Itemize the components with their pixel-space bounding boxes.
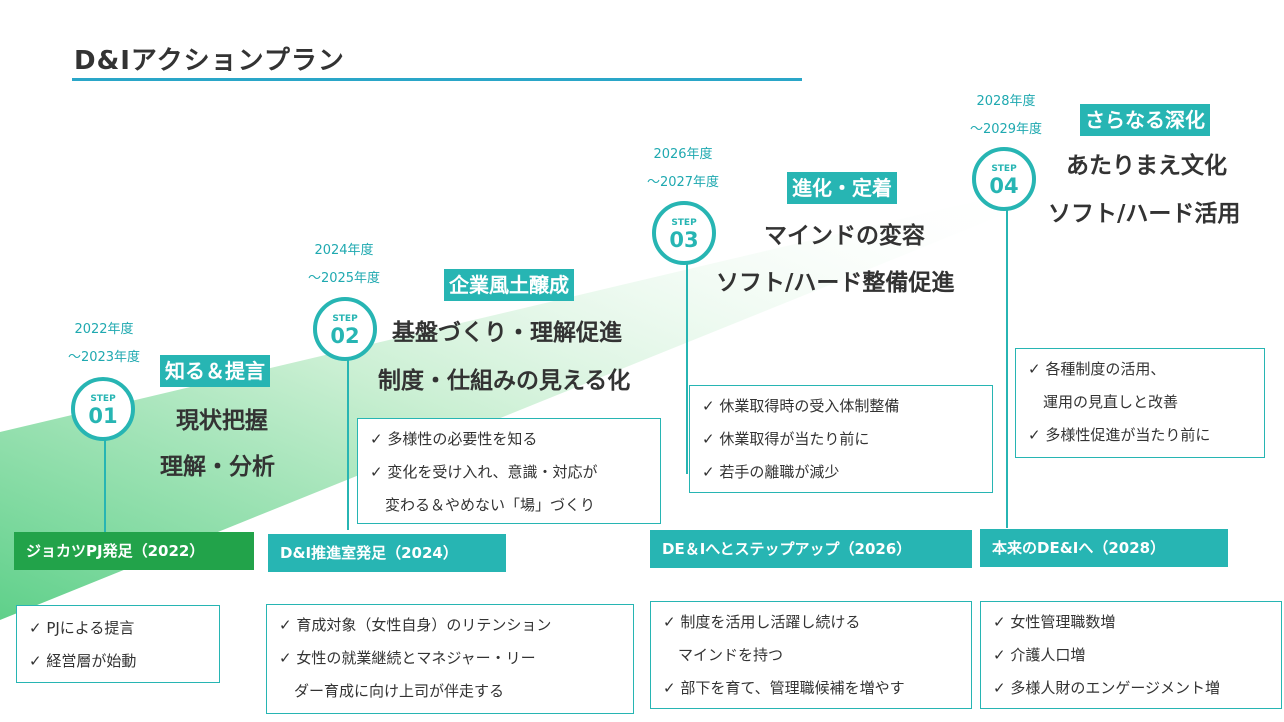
check-item: 運用の見直しと改善 bbox=[1028, 393, 1179, 411]
step-04-year-end: ～2029年度 bbox=[969, 122, 1043, 137]
step-01-year-end: ～2023年度 bbox=[67, 350, 141, 365]
step-01-connector bbox=[104, 440, 106, 540]
step-01-badge: STEP 01 bbox=[71, 377, 135, 441]
step-label: STEP bbox=[671, 218, 697, 228]
check-item: ✓ 多様性の必要性を知る bbox=[370, 430, 538, 448]
milestone-box-4: ✓ 女性管理職数増 ✓ 介護人口増 ✓ 多様人財のエンゲージメント増 bbox=[980, 601, 1282, 709]
step-number: 02 bbox=[330, 324, 360, 348]
milestone-banner-4: 本来のDE&Iへ（2028） bbox=[980, 529, 1228, 567]
step-02-line-1: 基盤づくり・理解促進 bbox=[392, 320, 622, 346]
step-02-badge: STEP 02 bbox=[313, 297, 377, 361]
milestone-box-1: ✓ PJによる提言 ✓ 経営層が始動 bbox=[16, 605, 220, 683]
milestone-item: ✓ 部下を育て、管理職候補を増やす bbox=[663, 679, 905, 697]
milestone-item: ✓ 制度を活用し活躍し続ける bbox=[663, 613, 861, 631]
step-02-connector bbox=[347, 360, 349, 530]
step-04-checklist: ✓ 各種制度の活用、 運用の見直しと改善 ✓ 多様性促進が当たり前に bbox=[1015, 348, 1265, 458]
milestone-item: マインドを持つ bbox=[663, 646, 784, 664]
step-03-checklist: ✓ 休業取得時の受入体制整備 ✓ 休業取得が当たり前に ✓ 若手の離職が減少 bbox=[689, 385, 993, 493]
step-number: 04 bbox=[989, 174, 1019, 198]
milestone-item: ✓ 多様人財のエンゲージメント増 bbox=[993, 679, 1221, 697]
step-label: STEP bbox=[332, 314, 358, 324]
check-item: ✓ 多様性促進が当たり前に bbox=[1028, 426, 1211, 444]
milestone-box-3: ✓ 制度を活用し活躍し続ける マインドを持つ ✓ 部下を育て、管理職候補を増やす bbox=[650, 601, 972, 709]
check-item: ✓ 休業取得時の受入体制整備 bbox=[702, 397, 900, 415]
step-02-year-start: 2024年度 bbox=[314, 243, 374, 258]
step-04-year-start: 2028年度 bbox=[976, 94, 1036, 109]
milestone-item: ✓ 育成対象（女性自身）のリテンション bbox=[279, 616, 552, 634]
milestone-banner-3: DE＆Iへとステップアップ（2026） bbox=[650, 530, 972, 568]
step-03-year-start: 2026年度 bbox=[653, 147, 713, 162]
step-number: 01 bbox=[88, 404, 118, 428]
milestone-box-2: ✓ 育成対象（女性自身）のリテンション ✓ 女性の就業継続とマネジャー・リー ダ… bbox=[266, 604, 634, 714]
milestone-banner-1: ジョカツPJ発足（2022） bbox=[14, 532, 254, 570]
check-item: ✓ 休業取得が当たり前に bbox=[702, 430, 870, 448]
step-01-year-start: 2022年度 bbox=[74, 322, 134, 337]
step-label: STEP bbox=[991, 164, 1017, 174]
milestone-item: ✓ 女性の就業継続とマネジャー・リー bbox=[279, 649, 536, 667]
milestone-item: ダー育成に向け上司が伴走する bbox=[279, 682, 505, 700]
step-04-stage: さらなる深化 bbox=[1080, 104, 1210, 136]
step-02-checklist: ✓ 多様性の必要性を知る ✓ 変化を受け入れ、意識・対応が 変わる＆やめない「場… bbox=[357, 418, 661, 524]
check-item: ✓ 各種制度の活用、 bbox=[1028, 360, 1166, 378]
step-03-connector bbox=[686, 264, 688, 474]
check-item: 変わる＆やめない「場」づくり bbox=[370, 496, 596, 514]
milestone-banner-2: D&I推進室発足（2024） bbox=[268, 534, 506, 572]
check-item: ✓ 変化を受け入れ、意識・対応が bbox=[370, 463, 598, 481]
step-04-connector bbox=[1006, 210, 1008, 528]
check-item: ✓ 若手の離職が減少 bbox=[702, 463, 840, 481]
step-01-line-2: 理解・分析 bbox=[160, 454, 275, 480]
step-label: STEP bbox=[90, 394, 116, 404]
step-01-line-1: 現状把握 bbox=[176, 408, 268, 434]
step-number: 03 bbox=[669, 228, 699, 252]
step-03-line-1: マインドの変容 bbox=[764, 223, 925, 249]
step-03-year-end: ～2027年度 bbox=[646, 175, 720, 190]
step-04-badge: STEP 04 bbox=[972, 147, 1036, 211]
step-03-badge: STEP 03 bbox=[652, 201, 716, 265]
page-title: D&Iアクションプラン bbox=[74, 46, 345, 76]
step-03-stage: 進化・定着 bbox=[787, 172, 897, 204]
step-01-stage: 知る＆提言 bbox=[160, 355, 270, 387]
step-02-stage: 企業風土醸成 bbox=[444, 269, 574, 301]
milestone-item: ✓ 女性管理職数増 bbox=[993, 613, 1116, 631]
step-03-line-2: ソフト/ハード整備促進 bbox=[716, 270, 955, 296]
step-02-year-end: ～2025年度 bbox=[307, 271, 381, 286]
step-04-line-1: あたりまえ文化 bbox=[1066, 153, 1227, 179]
title-underline bbox=[72, 78, 802, 81]
milestone-item: ✓ 経営層が始動 bbox=[29, 652, 137, 670]
milestone-item: ✓ 介護人口増 bbox=[993, 646, 1086, 664]
step-02-line-2: 制度・仕組みの見える化 bbox=[378, 368, 631, 394]
milestone-item: ✓ PJによる提言 bbox=[29, 619, 135, 637]
step-04-line-2: ソフト/ハード活用 bbox=[1048, 201, 1241, 227]
